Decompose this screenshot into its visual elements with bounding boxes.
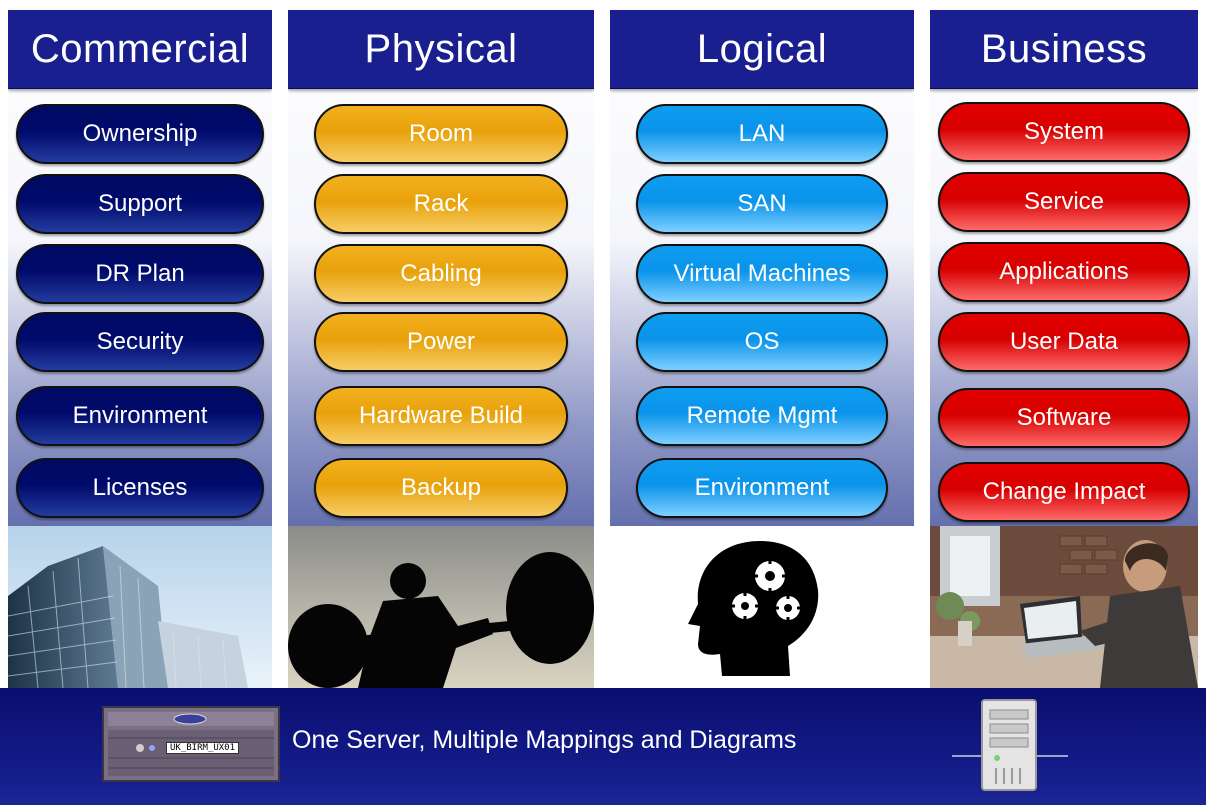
item-user-data: User Data <box>938 312 1190 372</box>
item-dr-plan: DR Plan <box>16 244 264 304</box>
item-rack: Rack <box>314 174 568 234</box>
item-environment: Environment <box>16 386 264 446</box>
item-os: OS <box>636 312 888 372</box>
item-hardware-build: Hardware Build <box>314 386 568 446</box>
column-title: Logical <box>610 10 914 89</box>
item-ownership: Ownership <box>16 104 264 164</box>
column-physical: Physical Room Rack Cabling Power Hardwar… <box>288 0 594 688</box>
tower-server-icon <box>952 699 1068 791</box>
rack-server-photo: UK_BIRM_UX01 <box>102 706 280 782</box>
column-title: Physical <box>288 10 594 89</box>
item-virtual-machines: Virtual Machines <box>636 244 888 304</box>
item-software: Software <box>938 388 1190 448</box>
column-logical: Logical LAN SAN Virtual Machines OS Remo… <box>610 0 914 688</box>
item-power: Power <box>314 312 568 372</box>
item-room: Room <box>314 104 568 164</box>
column-title: Business <box>930 10 1198 89</box>
item-service: Service <box>938 172 1190 232</box>
person-at-laptop-photo <box>930 526 1198 688</box>
item-remote-mgmt: Remote Mgmt <box>636 386 888 446</box>
head-gears-icon <box>610 526 914 688</box>
office-building-photo <box>8 526 272 688</box>
column-title: Commercial <box>8 10 272 89</box>
server-label: UK_BIRM_UX01 <box>166 742 240 754</box>
column-business: Business System Service Applications Use… <box>930 0 1198 688</box>
footer-caption: One Server, Multiple Mappings and Diagra… <box>292 726 797 754</box>
item-support: Support <box>16 174 264 234</box>
item-change-impact: Change Impact <box>938 462 1190 522</box>
item-licenses: Licenses <box>16 458 264 518</box>
item-applications: Applications <box>938 242 1190 302</box>
item-security: Security <box>16 312 264 372</box>
column-commercial: Commercial Ownership Support DR Plan Sec… <box>8 0 272 688</box>
item-environment-logical: Environment <box>636 458 888 518</box>
footer-banner: UK_BIRM_UX01 One Server, Multiple Mappin… <box>0 688 1206 805</box>
item-system: System <box>938 102 1190 162</box>
item-san: SAN <box>636 174 888 234</box>
item-backup: Backup <box>314 458 568 518</box>
item-cabling: Cabling <box>314 244 568 304</box>
item-lan: LAN <box>636 104 888 164</box>
weightlifter-silhouette-photo <box>288 526 594 688</box>
